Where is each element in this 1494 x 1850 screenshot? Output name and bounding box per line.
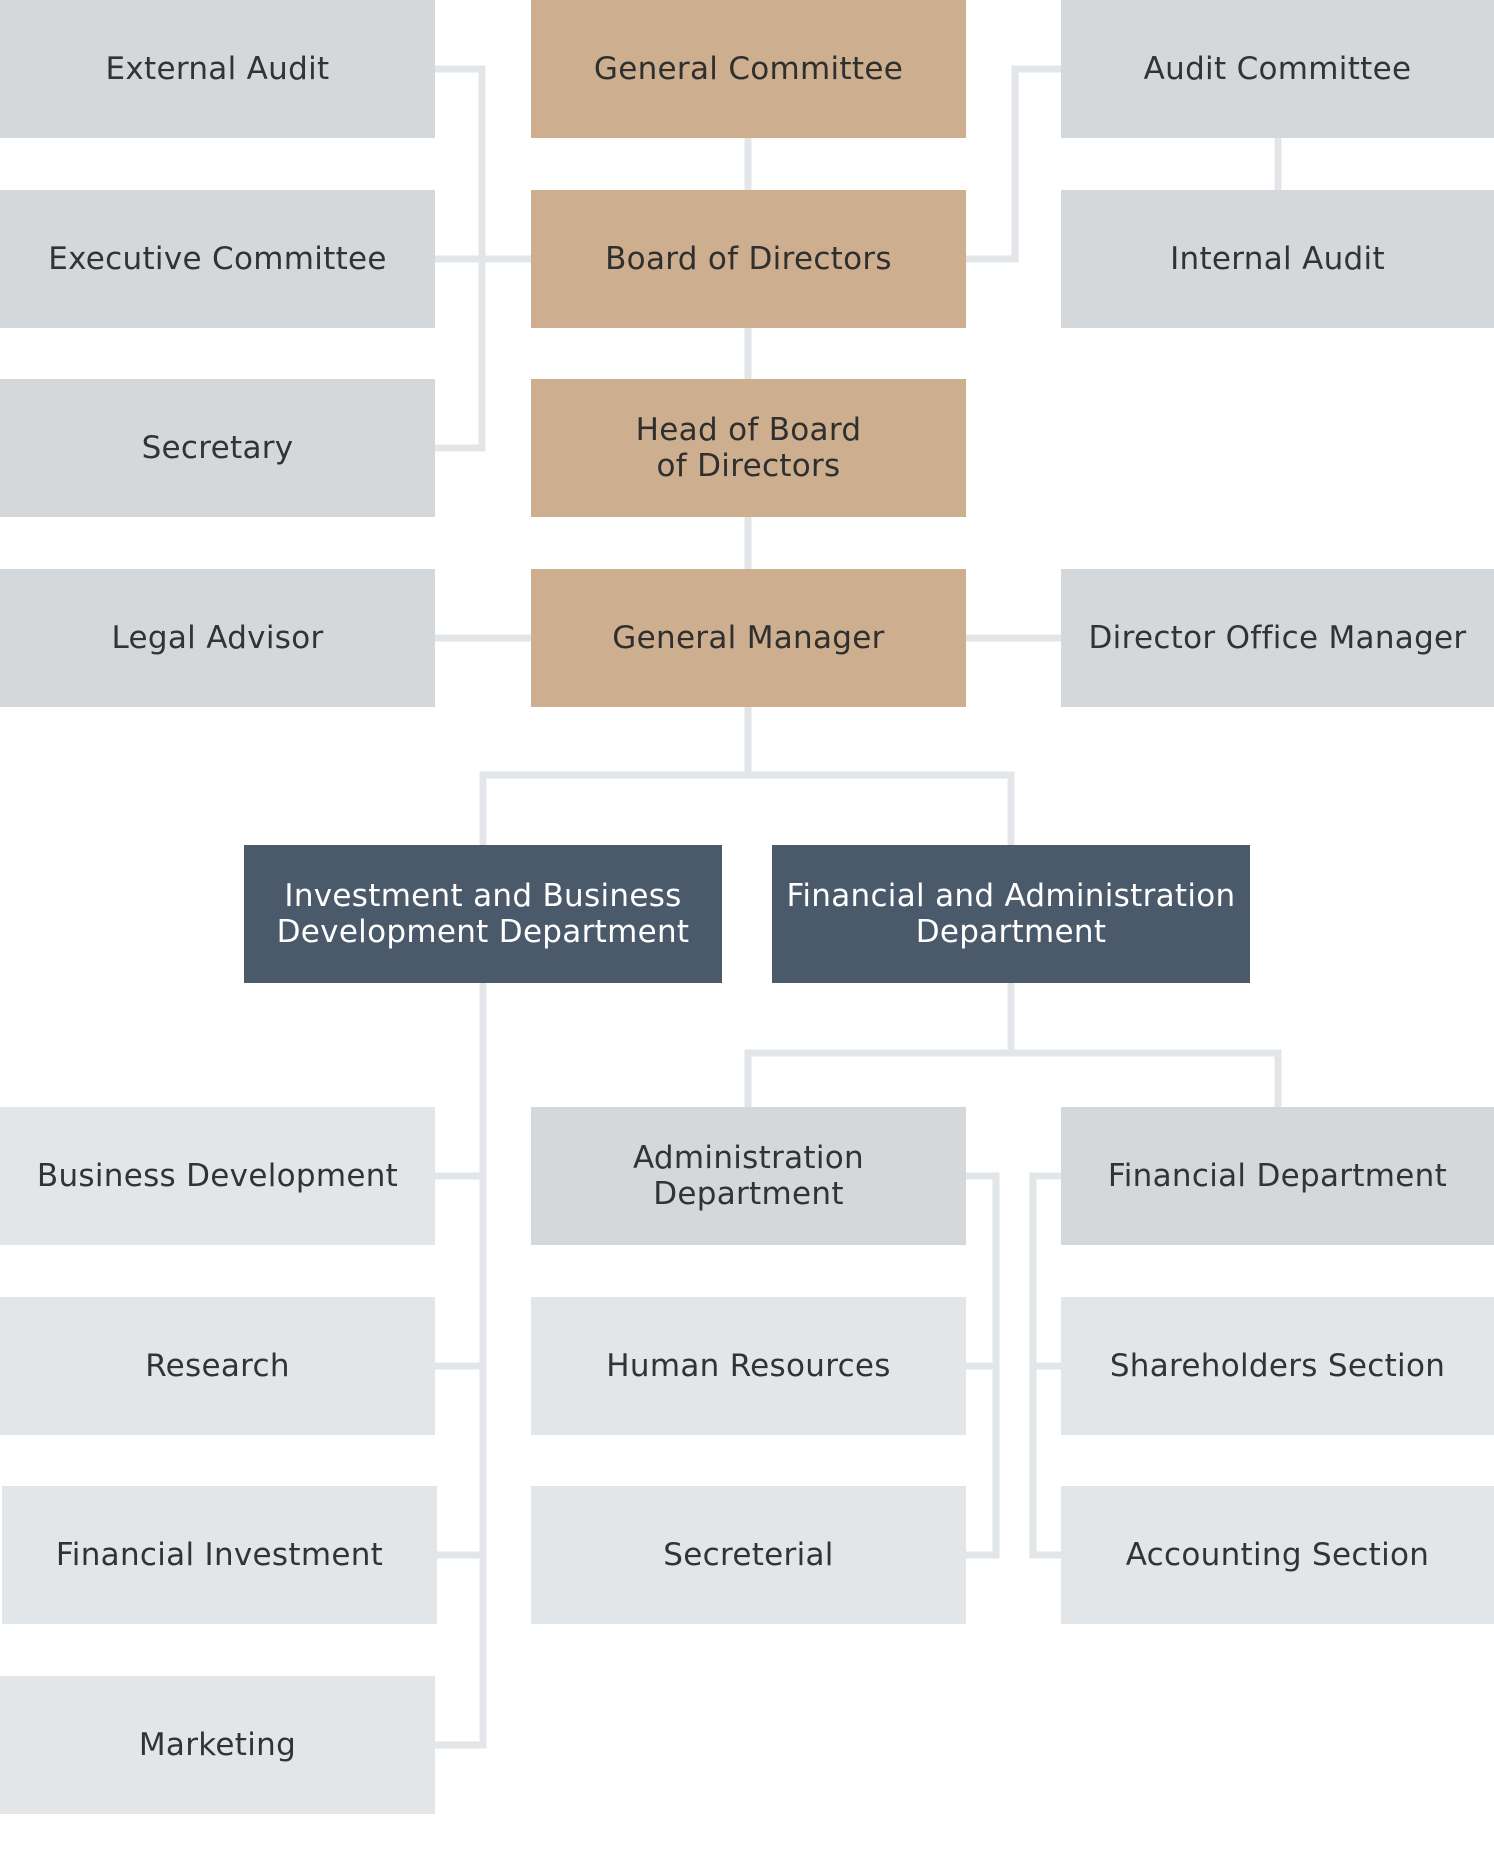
node-research: Research [0, 1297, 435, 1435]
node-board-of-directors: Board of Directors [531, 190, 966, 328]
node-financial-investment: Financial Investment [2, 1486, 437, 1624]
node-business-development: Business Development [0, 1107, 435, 1245]
node-financial-department: Financial Department [1061, 1107, 1494, 1245]
node-secretary: Secretary [0, 379, 435, 517]
node-general-manager: General Manager [531, 569, 966, 707]
connector-board-to-audit-committee [966, 65, 1061, 263]
node-financial-administration-department: Financial and Administration Department [772, 845, 1250, 983]
node-general-committee: General Committee [531, 0, 966, 138]
node-accounting-section: Accounting Section [1061, 1486, 1494, 1624]
node-administration-department: Administration Department [531, 1107, 966, 1245]
node-secreterial: Secreterial [531, 1486, 966, 1624]
node-legal-advisor: Legal Advisor [0, 569, 435, 707]
node-director-office-manager: Director Office Manager [1061, 569, 1494, 707]
node-external-audit: External Audit [0, 0, 435, 138]
node-audit-committee: Audit Committee [1061, 0, 1494, 138]
node-head-of-board: Head of Board of Directors [531, 379, 966, 517]
node-internal-audit: Internal Audit [1061, 190, 1494, 328]
connector-manager-to-departments [479, 707, 1015, 845]
connector-investment-spine [435, 983, 487, 1749]
node-investment-business-development-department: Investment and Business Development Depa… [244, 845, 722, 983]
connector-finadmin-split [744, 983, 1282, 1107]
node-executive-committee: Executive Committee [0, 190, 435, 328]
node-marketing: Marketing [0, 1676, 435, 1814]
node-human-resources: Human Resources [531, 1297, 966, 1435]
node-shareholders-section: Shareholders Section [1061, 1297, 1494, 1435]
